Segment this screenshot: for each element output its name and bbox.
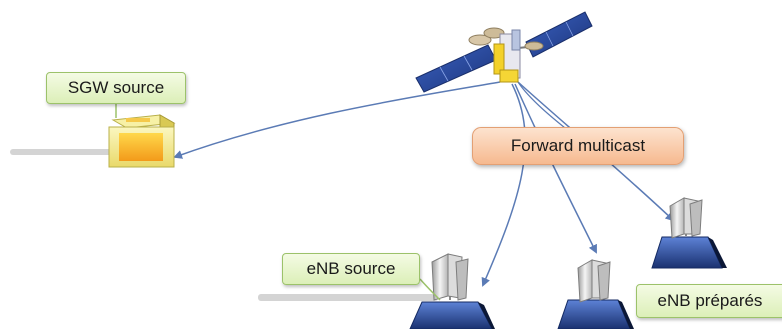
enb-source-label: eNB source bbox=[282, 253, 420, 285]
antenna-base-station-icon bbox=[409, 253, 495, 329]
link-satellite-to-enb-source bbox=[481, 83, 526, 287]
enb-prepared-antenna-1 bbox=[557, 259, 634, 329]
enb-source-label-stem bbox=[419, 278, 441, 301]
link-satellite-to-sgw bbox=[173, 81, 501, 159]
server-box-icon bbox=[108, 114, 176, 168]
sgw-source-label: SGW source bbox=[46, 72, 186, 104]
satellite-icon bbox=[415, 11, 593, 93]
link-satellite-to-enb-prepared-1 bbox=[514, 83, 597, 254]
antenna-base-station-icon bbox=[557, 259, 634, 329]
antenna-base-station-icon bbox=[651, 197, 727, 269]
enb-prepared-label: eNB préparés bbox=[636, 284, 782, 318]
enb-source-ground-shadow bbox=[258, 294, 438, 301]
enb-source-antenna bbox=[409, 253, 495, 329]
enb-prepared-antenna-2 bbox=[651, 197, 727, 269]
forward-multicast-label: Forward multicast bbox=[472, 127, 684, 165]
